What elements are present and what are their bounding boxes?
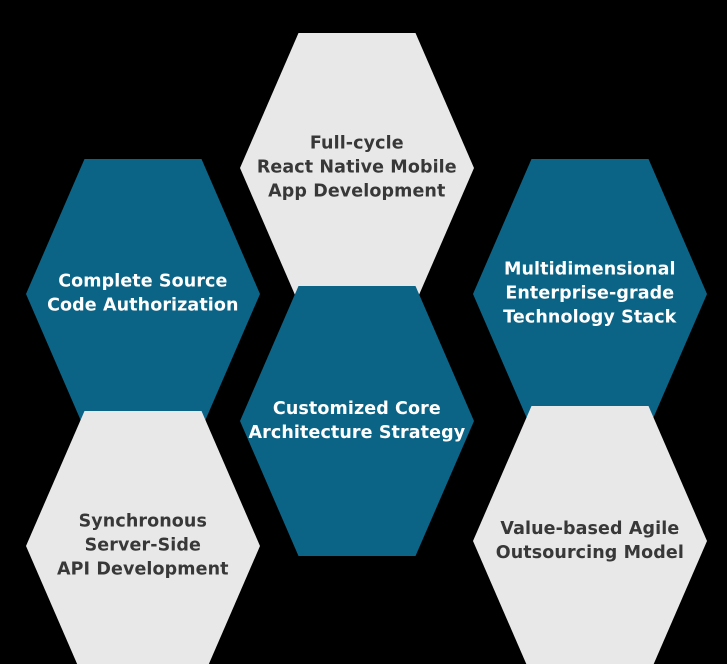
hexagon-cell-bottom-left-label: Synchronous Server-Side API Development [57,510,229,582]
hexagon-cell-left[interactable]: Complete Source Code Authorization [26,159,260,429]
hexagon-cell-bottom-left[interactable]: Synchronous Server-Side API Development [26,411,260,664]
hexagon-cell-center-line-1: Customized Core [273,398,441,419]
hexagon-cell-top-label: Full-cycle React Native Mobile App Devel… [257,132,457,204]
hexagon-cell-top-line-1: Full-cycle [310,133,404,154]
hexagon-cell-bottom-left-line-1: Synchronous [78,511,208,532]
hexagon-cell-center-label: Customized Core Architecture Strategy [249,397,466,445]
hexagon-cell-top-line-3: App Development [268,182,446,203]
hexagon-cell-left-line-2: Code Authorization [47,295,239,316]
hexagon-cell-right-line-1: Multidimensional [504,259,676,280]
hexagon-cell-right[interactable]: Multidimensional Enterprise-grade Techno… [473,159,707,429]
hexagon-cell-bottom-right-label: Value-based Agile Outsourcing Model [496,517,684,565]
hexagon-cell-center[interactable]: Customized Core Architecture Strategy [240,286,474,556]
hexagon-cell-bottom-right-line-2: Outsourcing Model [495,543,685,563]
hexagon-cell-right-line-3: Technology Stack [503,308,677,329]
hexagon-cell-right-line-2: Enterprise-grade [505,283,675,304]
hexagon-cell-center-line-2: Architecture Strategy [248,423,466,443]
hexagon-cell-bottom-left-line-3: API Development [57,560,229,581]
hexagon-cell-top-line-2: React Native Mobile [257,157,457,178]
hexagon-cell-left-line-1: Complete Source [58,271,228,292]
hexagon-cell-bottom-left-line-2: Server-Side [84,535,202,556]
hexagon-cell-bottom-right[interactable]: Value-based Agile Outsourcing Model [473,406,707,664]
hexagon-cell-left-label: Complete Source Code Authorization [47,270,238,318]
hexagon-cell-bottom-right-line-1: Value-based Agile [500,518,680,539]
hexagon-cell-top[interactable]: Full-cycle React Native Mobile App Devel… [240,33,474,303]
hexagon-cell-right-label: Multidimensional Enterprise-grade Techno… [503,258,676,330]
